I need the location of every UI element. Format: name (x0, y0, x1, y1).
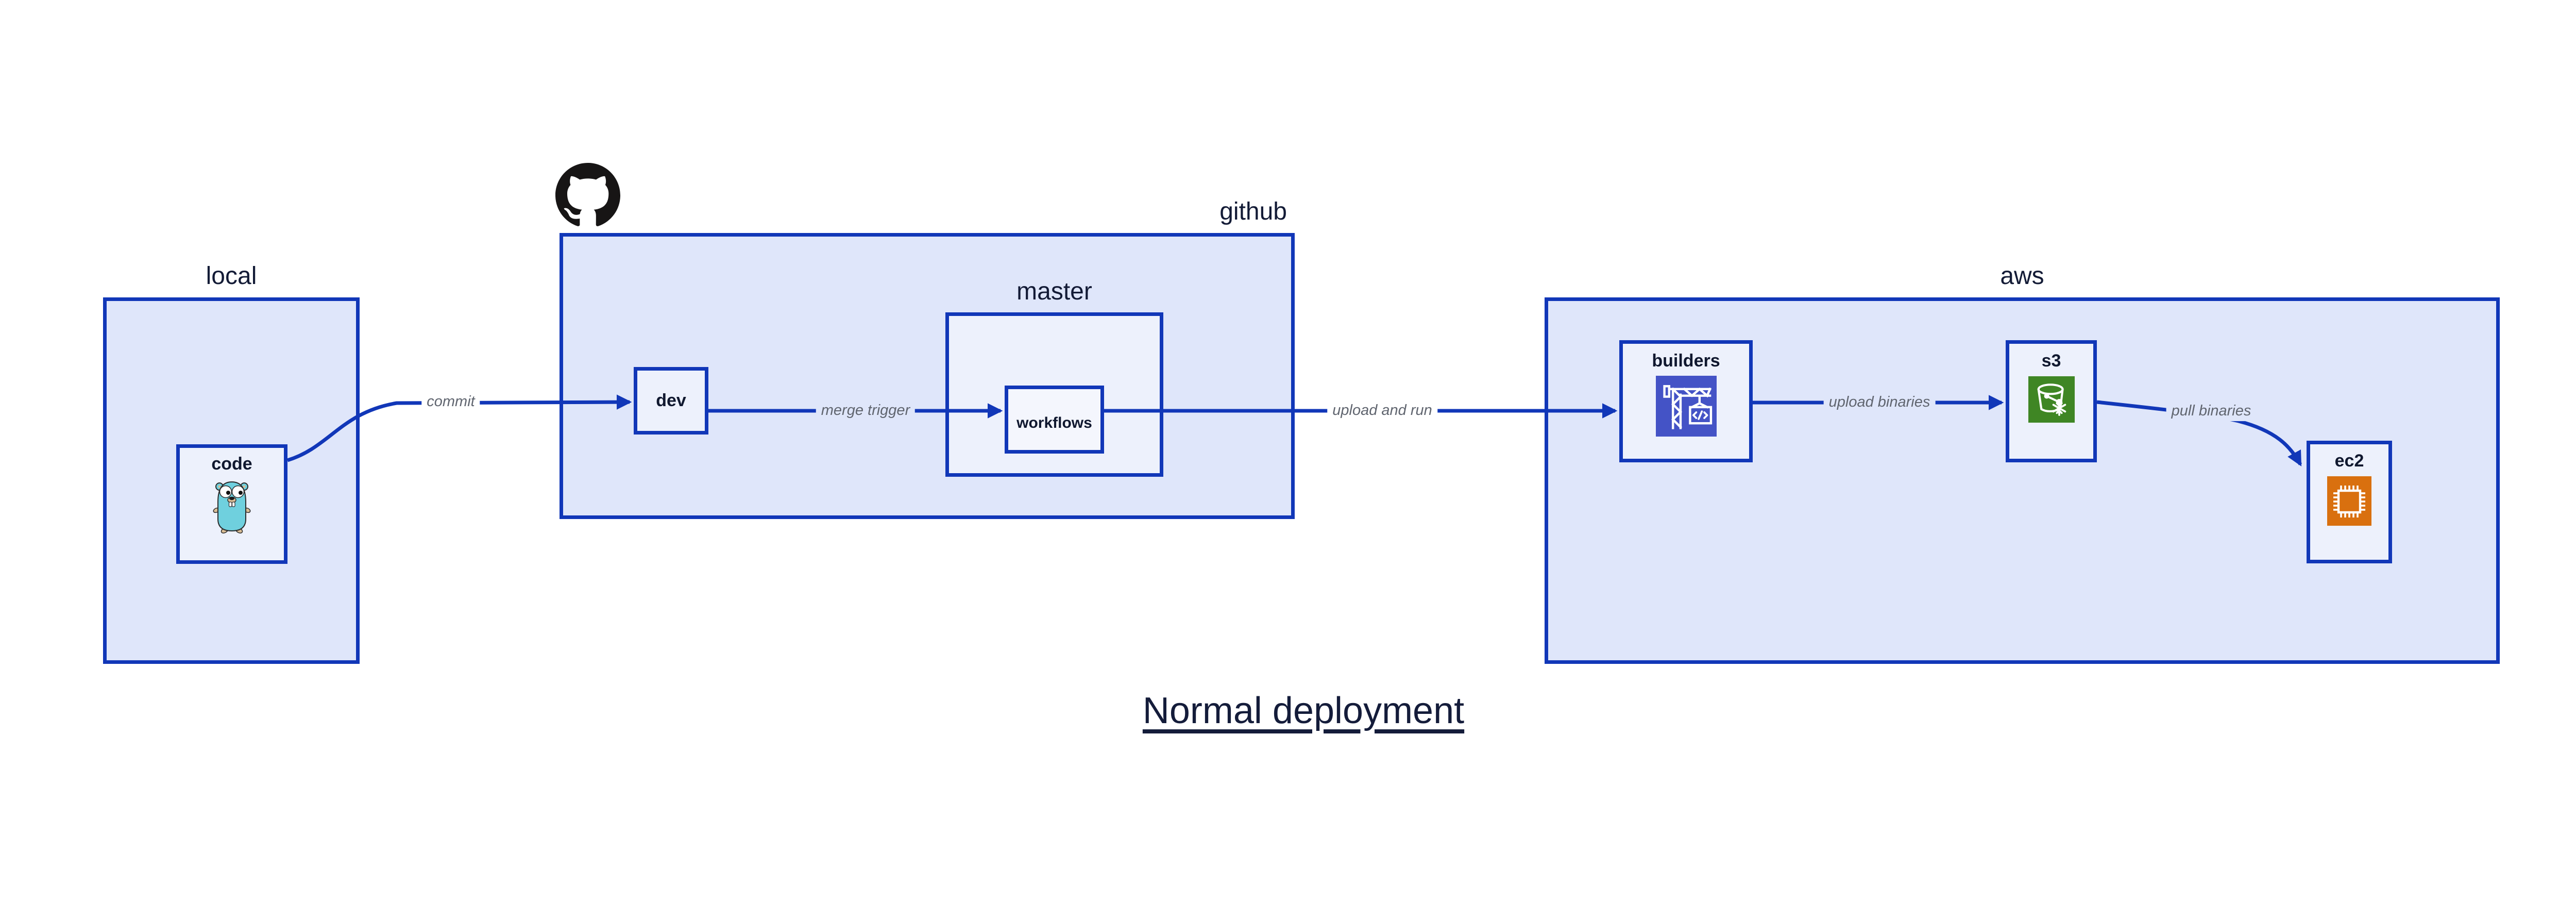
edge-commit-label: commit (421, 392, 480, 412)
node-workflows: workflows (1005, 386, 1104, 454)
diagram-title: Normal deployment (1142, 690, 1465, 731)
edge-upload-and-run-label: upload and run (1327, 401, 1437, 421)
node-builders: builders (1619, 340, 1753, 462)
container-local-label: local (206, 262, 257, 290)
github-octocat-icon (555, 163, 620, 228)
node-s3-label: s3 (2041, 351, 2061, 371)
container-aws-label: aws (2000, 262, 2044, 290)
container-master-label: master (1016, 278, 1092, 305)
node-ec2-label: ec2 (2334, 451, 2364, 471)
edge-pull-binaries-label: pull binaries (2166, 402, 2257, 421)
node-s3: s3 (2006, 340, 2097, 462)
node-builders-label: builders (1652, 351, 1720, 371)
node-dev-label: dev (656, 390, 686, 410)
aws-s3-icon (2028, 376, 2075, 423)
aws-ec2-icon (2327, 476, 2371, 526)
aws-codebuild-icon (1655, 376, 1717, 437)
edge-upload-binaries-label: upload binaries (1823, 393, 1936, 412)
node-dev: dev (634, 367, 708, 435)
edge-merge-trigger-label: merge trigger (816, 401, 916, 421)
container-github-label: github (1219, 198, 1287, 225)
node-workflows-label: workflows (1016, 414, 1092, 431)
go-gopher-icon (213, 478, 251, 534)
node-code: code (176, 444, 287, 564)
node-code-label: code (211, 454, 252, 474)
node-ec2: ec2 (2307, 441, 2392, 563)
